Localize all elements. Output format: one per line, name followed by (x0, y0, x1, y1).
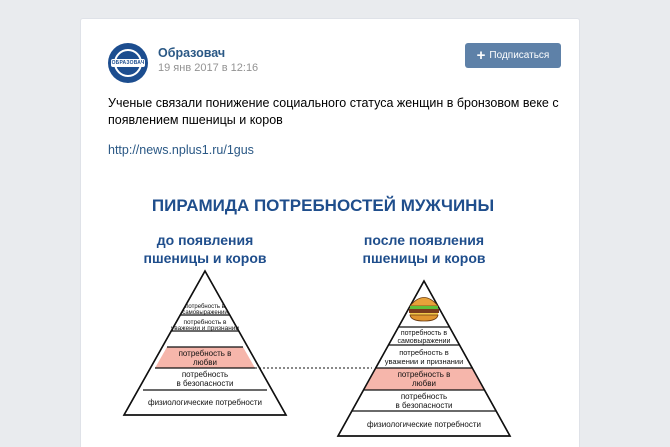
right-safety-1: потребность (401, 392, 447, 401)
subscribe-button[interactable]: + Подписаться (465, 43, 561, 68)
post-text: Ученые связали понижение социального ста… (108, 96, 559, 127)
post-card: ОБРАЗОВАЧ Образовач 19 янв 2017 в 12:16 … (80, 18, 580, 447)
left-self-actualization-2: самовыражении (182, 310, 227, 316)
left-safety-2: в безопасности (176, 379, 233, 388)
infographic-image[interactable]: ПИРАМИДА ПОТРЕБНОСТЕЙ МУЖЧИНЫ до появлен… (108, 171, 563, 447)
left-love-2: любви (193, 358, 217, 367)
left-love-1: потребность в (179, 349, 232, 358)
left-esteem-1: потребность в (184, 318, 227, 326)
right-pyramid: потребность в самовыражении потребность … (336, 279, 512, 437)
avatar-logo-text: ОБРАЗОВАЧ (111, 59, 145, 67)
post-link[interactable]: http://news.nplus1.ru/1gus (108, 143, 254, 157)
right-love-band (363, 368, 485, 390)
author-name[interactable]: Образовач (158, 46, 226, 60)
subscribe-label: Подписаться (489, 50, 550, 61)
post-date[interactable]: 19 янв 2017 в 12:16 (158, 62, 259, 74)
left-esteem-2: уважении и признании (171, 325, 239, 332)
left-safety-1: потребность (182, 370, 228, 379)
right-love-1: потребность в (398, 370, 451, 379)
right-self-actualization-2: самовыражении (398, 338, 451, 345)
right-heading-line1: после появления (364, 232, 484, 248)
right-heading-line2: пшеницы и коров (362, 250, 485, 266)
left-heading-line1: до появления (157, 232, 253, 248)
left-self-actualization-1: потребность в (185, 304, 225, 310)
right-esteem-2: уважении и признании (385, 357, 464, 366)
infographic-title: ПИРАМИДА ПОТРЕБНОСТЕЙ МУЖЧИНЫ (152, 196, 494, 215)
plus-icon: + (476, 47, 486, 64)
right-esteem-1: потребность в (399, 348, 449, 357)
pyramid-infographic: ПИРАМИДА ПОТРЕБНОСТЕЙ МУЖЧИНЫ до появлен… (122, 196, 512, 437)
left-physiological: физиологические потребности (148, 398, 262, 407)
right-love-2: любви (412, 379, 436, 388)
left-pyramid: потребность в самовыражении потребность … (122, 269, 288, 416)
avatar[interactable]: ОБРАЗОВАЧ (108, 43, 148, 83)
right-safety-2: в безопасности (395, 401, 452, 410)
left-pyramid-outline (122, 269, 288, 416)
left-heading-line2: пшеницы и коров (143, 250, 266, 266)
burger-icon (409, 297, 439, 322)
right-self-actualization-1: потребность в (401, 329, 448, 337)
left-love-band (155, 347, 255, 368)
right-physiological: физиологические потребности (367, 420, 481, 429)
